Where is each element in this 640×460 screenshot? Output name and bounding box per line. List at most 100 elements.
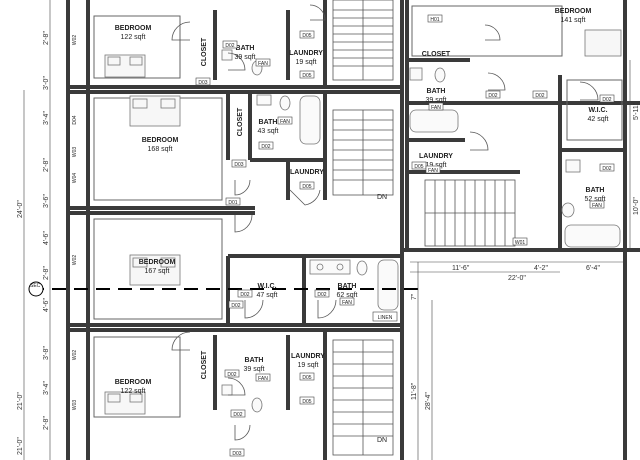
door-swing-bath1 bbox=[227, 52, 246, 71]
tag-linen: LINEN bbox=[378, 315, 393, 321]
room-area-bath-4: 39 sqft bbox=[243, 366, 264, 373]
stair-dn-mid: DN bbox=[377, 194, 387, 201]
room-name-wic-3: W.I.C. bbox=[257, 283, 276, 290]
dim-3-8: 3'-8" bbox=[43, 346, 50, 360]
tag-w03-bed4: W03 bbox=[72, 400, 78, 411]
tag-w01: W01 bbox=[515, 240, 526, 246]
tag-d02-wic3b: D02 bbox=[231, 303, 240, 309]
door-swing-bathr1 bbox=[487, 72, 506, 91]
dim-4-2: 4'-2" bbox=[534, 265, 548, 272]
room-labels: BEDROOM 122 sqft CLOSET BATH 39 sqft LAU… bbox=[115, 8, 609, 395]
tag-fan-bathr2: FAN bbox=[592, 203, 602, 209]
room-area-wic-r1: 42 sqft bbox=[587, 116, 608, 123]
sink-2 bbox=[256, 94, 272, 106]
tag-d02-wicr1: D02 bbox=[602, 97, 611, 103]
room-area-bath-1: 39 sqft bbox=[234, 54, 255, 61]
tag-d02-bed4: D02 bbox=[233, 412, 242, 418]
dim-28-4: 28'-4" bbox=[425, 392, 432, 410]
bed-3 bbox=[129, 254, 181, 286]
room-area-bath-r2: 52 sqft bbox=[584, 196, 605, 203]
room-name-bath-r1: BATH bbox=[427, 88, 446, 95]
tag-d02-bath1: D02 bbox=[225, 43, 234, 49]
tag-d02-bathr2: D02 bbox=[602, 166, 611, 172]
door-swing-laundryr1 bbox=[469, 131, 489, 151]
tub-3 bbox=[377, 259, 399, 311]
tag-w03-bed2: W03 bbox=[72, 147, 78, 158]
dim-11-6: 11'-6" bbox=[452, 265, 470, 272]
section-line: SEC bbox=[28, 281, 420, 297]
tag-fan-laundryr1: FAN bbox=[428, 168, 438, 174]
room-name-bedroom-1: BEDROOM bbox=[115, 25, 152, 32]
sink-r1 bbox=[409, 67, 423, 81]
room-name-bedroom-2: BEDROOM bbox=[142, 137, 179, 144]
tag-d05-laundry2: D05 bbox=[302, 184, 311, 190]
tag-d02-bath3: D02 bbox=[317, 292, 326, 298]
room-name-bedroom-4: BEDROOM bbox=[115, 379, 152, 386]
bed-4 bbox=[104, 391, 146, 415]
dimension-lines bbox=[23, 0, 631, 460]
tub-r1 bbox=[409, 109, 459, 133]
tag-d02-r1: D02 bbox=[535, 93, 544, 99]
door-swing-wicr1 bbox=[579, 81, 599, 101]
door-swing-bed4 bbox=[234, 424, 251, 441]
tub-2 bbox=[299, 95, 321, 145]
sinks-3 bbox=[309, 259, 351, 275]
stair-dn-bottom: DN bbox=[377, 437, 387, 444]
door-swing-closetr1 bbox=[484, 24, 501, 41]
dim-2-8-b: 2'-8" bbox=[43, 158, 50, 172]
room-area-bedroom-4: 122 sqft bbox=[121, 388, 146, 395]
tag-fan-bath4: FAN bbox=[258, 376, 268, 382]
tag-d05-laundry4: D05 bbox=[302, 375, 311, 381]
room-area-bath-2: 43 sqft bbox=[257, 128, 278, 135]
room-name-bath-2: BATH bbox=[259, 119, 278, 126]
tag-d02-bathr1: D02 bbox=[488, 93, 497, 99]
tag-w02-bed4: W02 bbox=[72, 350, 78, 361]
toilet-4 bbox=[251, 397, 263, 413]
room-area-laundry-4: 19 sqft bbox=[297, 362, 318, 369]
dim-6-4: 6'-4" bbox=[586, 265, 600, 272]
door-swing-laundry1 bbox=[309, 4, 326, 21]
door-swing-closet4 bbox=[171, 331, 191, 351]
dim-4-6-b: 4'-6" bbox=[43, 298, 50, 312]
section-marker-label: SEC bbox=[30, 283, 41, 289]
room-name-closet-2: CLOSET bbox=[237, 107, 244, 136]
room-area-bedroom-3: 167 sqft bbox=[145, 268, 170, 275]
door-swing-wic3 bbox=[244, 299, 264, 319]
door-swing-bath4 bbox=[227, 377, 246, 396]
door-swing-bed3 bbox=[234, 214, 253, 233]
stairs bbox=[332, 0, 516, 456]
toilet-r1 bbox=[434, 67, 446, 83]
room-area-laundry-r1: 19 sqft bbox=[425, 162, 446, 169]
tag-d03-closet1: D03 bbox=[198, 80, 207, 86]
dim-24-0: 24'-0" bbox=[17, 200, 24, 218]
tag-d01-bed2: D01 bbox=[228, 200, 237, 206]
tag-d05-laundry1b: D05 bbox=[302, 73, 311, 79]
tub-r2 bbox=[564, 224, 621, 248]
door-swing-bed2 bbox=[234, 179, 251, 196]
tag-d03-closet2: D03 bbox=[234, 162, 243, 168]
dim-3-4-a: 3'-4" bbox=[43, 111, 50, 125]
dim-2-8-a: 2'-8" bbox=[43, 31, 50, 45]
door-swing-closet1 bbox=[171, 21, 191, 41]
tag-d02-bath2: D02 bbox=[261, 144, 270, 150]
room-area-bedroom-2: 168 sqft bbox=[148, 146, 173, 153]
room-name-bedroom-r1: BEDROOM bbox=[555, 8, 592, 15]
room-area-laundry-1: 19 sqft bbox=[295, 59, 316, 66]
room-name-closet-4: CLOSET bbox=[201, 350, 208, 379]
tag-fan-bath2: FAN bbox=[280, 119, 290, 125]
tag-d05-laundry1: D05 bbox=[302, 33, 311, 39]
dim-10-0: 10'-0" bbox=[633, 197, 640, 215]
tag-d02-wic3: D02 bbox=[240, 292, 249, 298]
dim-3-4-b: 3'-4" bbox=[43, 381, 50, 395]
tag-fan-bath3: FAN bbox=[342, 300, 352, 306]
dim-22-0: 22'-0" bbox=[508, 275, 526, 282]
beds bbox=[104, 29, 622, 415]
dim-2-8-c: 2'-8" bbox=[43, 266, 50, 280]
dim-11-8: 11'-8" bbox=[411, 382, 418, 400]
room-name-wic-r1: W.I.C. bbox=[588, 107, 607, 114]
tag-w04-bed2: W04 bbox=[72, 173, 78, 184]
room-name-bath-4: BATH bbox=[245, 357, 264, 364]
sink-1 bbox=[221, 49, 233, 61]
room-name-closet-r1: CLOSET bbox=[422, 51, 451, 58]
